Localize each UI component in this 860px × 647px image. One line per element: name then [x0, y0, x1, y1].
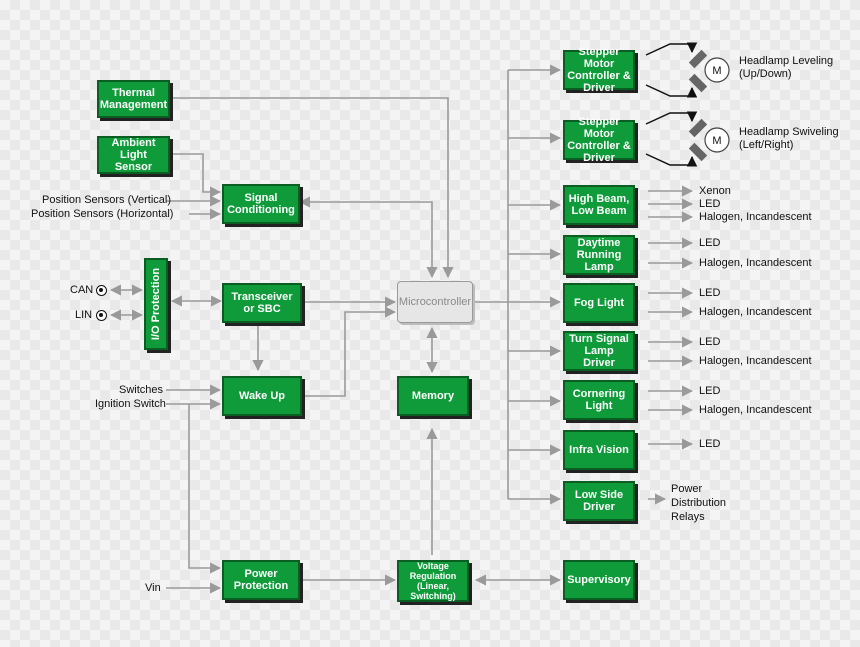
high-beam-led-label: LED [699, 198, 721, 210]
supervisory-block: Supervisory [563, 560, 635, 600]
can-label: CAN [70, 284, 94, 296]
drl-halogen-label: Halogen, Incandescent [699, 257, 812, 269]
lin-port-icon [96, 310, 107, 321]
memory-block: Memory [397, 376, 469, 416]
infra-vision-block: Infra Vision [563, 430, 635, 470]
wake-up-block: Wake Up [222, 376, 302, 416]
infra-vision-led-label: LED [699, 438, 721, 450]
stepper-motor-swiveling [688, 118, 730, 162]
headlamp-swiveling-label: Headlamp Swiveling(Left/Right) [739, 126, 839, 151]
high-low-beam-block: High Beam,Low Beam [563, 185, 635, 225]
microcontroller-block: Microcontroller [397, 281, 473, 323]
lin-label: LIN [75, 309, 93, 321]
motor-label-leveling: M [712, 65, 721, 77]
motor-label-swiveling: M [712, 135, 721, 147]
turn-led-label: LED [699, 336, 721, 348]
headlamp-leveling-label: Headlamp Leveling(Up/Down) [739, 55, 834, 80]
stepper-motor-leveling [688, 49, 730, 93]
turn-halogen-label: Halogen, Incandescent [699, 355, 812, 367]
ignition-switch-label: Ignition Switch [95, 398, 166, 410]
cornering-halogen-label: Halogen, Incandescent [699, 404, 812, 416]
can-port-icon [96, 285, 107, 296]
high-beam-xenon-label: Xenon [699, 185, 731, 197]
io-protection-block: I/O Protection [144, 258, 168, 350]
fog-led-label: LED [699, 287, 721, 299]
switches-label: Switches [119, 384, 164, 396]
position-sensors-horizontal-label: Position Sensors (Horizontal) [31, 208, 174, 220]
fog-halogen-label: Halogen, Incandescent [699, 306, 812, 318]
fog-light-block: Fog Light [563, 283, 635, 323]
drl-led-label: LED [699, 237, 721, 249]
vin-label: Vin [145, 582, 161, 594]
position-sensors-vertical-label: Position Sensors (Vertical) [42, 194, 171, 206]
high-beam-halogen-label: Halogen, Incandescent [699, 211, 812, 223]
cornering-led-label: LED [699, 385, 721, 397]
